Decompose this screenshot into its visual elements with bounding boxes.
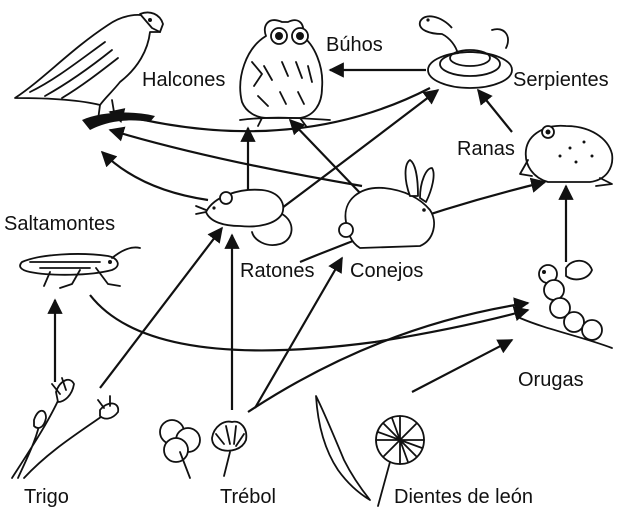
mouse-illustration xyxy=(195,188,293,246)
arrow-trigo-ratones xyxy=(99,226,223,389)
clover-illustration xyxy=(159,419,248,479)
label-ranas: Ranas xyxy=(457,138,515,160)
arrow-saltamontes-orugas xyxy=(89,294,530,352)
arrow-ratones-halcones xyxy=(100,150,209,202)
arrow-dientes-orugas xyxy=(411,339,514,393)
label-trigo: Trigo xyxy=(24,486,69,508)
dandelion-illustration xyxy=(315,395,425,507)
arrow-ratones-serpientes xyxy=(281,89,440,209)
arrow-ranas-serpientes xyxy=(477,88,513,133)
snake-illustration xyxy=(418,15,513,89)
wheat-illustration xyxy=(11,377,120,479)
grasshopper-illustration xyxy=(19,246,141,289)
arrow-trebol-conejos xyxy=(254,256,343,409)
rabbit-illustration xyxy=(338,159,435,249)
food-web-arrows xyxy=(47,62,574,413)
caterpillar-illustration xyxy=(519,259,613,349)
owl-illustration xyxy=(239,19,331,127)
arrow-serpientes-halcones xyxy=(108,87,431,133)
label-dientes-de-leon: Dientes de león xyxy=(394,486,533,508)
label-orugas: Orugas xyxy=(518,369,584,391)
hawk-illustration xyxy=(14,11,164,130)
label-halcones: Halcones xyxy=(142,69,225,91)
label-ratones: Ratones xyxy=(240,260,315,282)
arrow-conejos-buhos xyxy=(288,118,363,196)
frog-illustration xyxy=(519,124,614,187)
label-buhos: Búhos xyxy=(326,34,383,56)
arrow-conejos-halcones xyxy=(108,126,363,188)
label-saltamontes: Saltamontes xyxy=(4,213,115,235)
label-serpientes: Serpientes xyxy=(513,69,609,91)
label-trebol: Trébol xyxy=(220,486,276,508)
arrow-trebol-orugas xyxy=(247,297,530,413)
label-conejos: Conejos xyxy=(350,260,423,282)
organism-labels: Halcones Búhos Serpientes Ranas Saltamon… xyxy=(4,34,609,508)
